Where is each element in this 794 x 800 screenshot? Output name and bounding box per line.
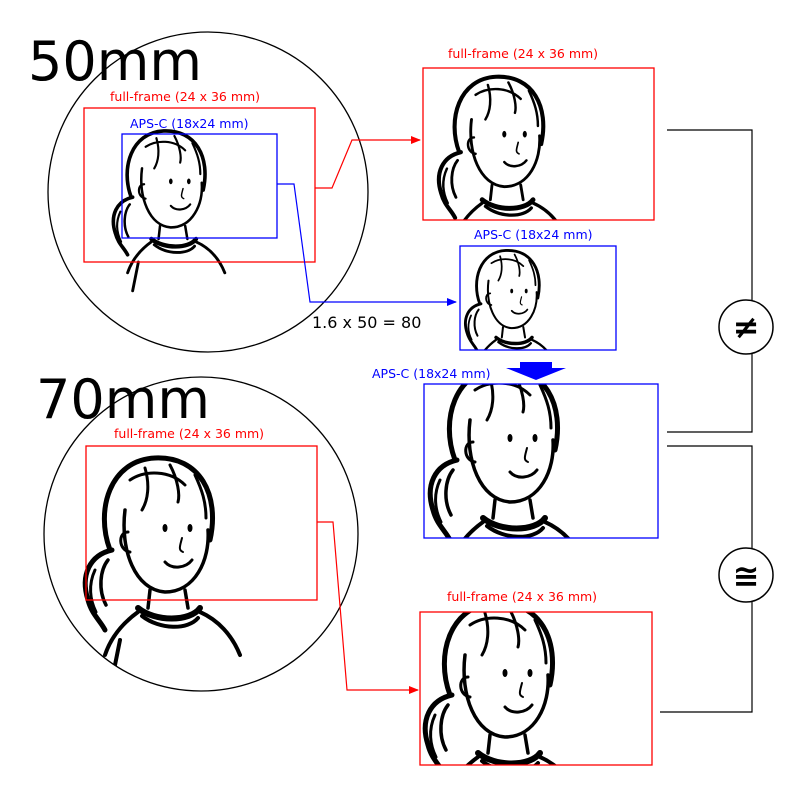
girl-portrait-icon — [430, 368, 585, 590]
apsc-label-50mm: APS-C (18x24 mm) — [130, 116, 249, 131]
girl-portrait-icon — [85, 458, 240, 680]
full-frame-rect-50mm — [83, 107, 316, 263]
full-frame-label-result-2: full-frame (24 x 36 mm) — [447, 589, 597, 604]
crop-equation: 1.6 x 50 = 80 — [312, 313, 421, 332]
down-arrow-icon — [506, 362, 566, 380]
apsc-enlarged — [423, 383, 659, 539]
full-frame-result-50mm — [422, 67, 655, 221]
full-frame-rect-70mm — [85, 445, 318, 601]
approx-equal-badge — [718, 547, 774, 603]
apsc-label-enlarged: APS-C (18x24 mm) — [372, 366, 491, 381]
arrow-full-frame-70mm — [317, 521, 419, 694]
girl-portrait-icon — [113, 131, 224, 291]
full-frame-label-50mm: full-frame (24 x 36 mm) — [110, 89, 260, 104]
image-circle-70mm — [43, 376, 359, 692]
bracket-not-equal — [667, 129, 753, 433]
arrow-full-frame-50mm — [315, 136, 421, 189]
apsc-result-50mm — [459, 245, 617, 351]
girl-portrait-icon — [463, 248, 557, 350]
approx-equal-symbol: ≅ — [733, 557, 760, 595]
apsc-label-result: APS-C (18x24 mm) — [474, 227, 593, 242]
image-circle-50mm — [47, 31, 369, 353]
apsc-rect-50mm — [121, 133, 278, 239]
full-frame-label-70mm: full-frame (24 x 36 mm) — [114, 426, 264, 441]
full-frame-label-result-1: full-frame (24 x 36 mm) — [448, 46, 598, 61]
not-equal-badge — [718, 299, 774, 355]
girl-portrait-icon — [425, 603, 580, 800]
not-equal-symbol: ≠ — [733, 308, 760, 346]
full-frame-result-70mm — [419, 611, 653, 766]
arrow-apsc-50mm — [277, 183, 457, 306]
